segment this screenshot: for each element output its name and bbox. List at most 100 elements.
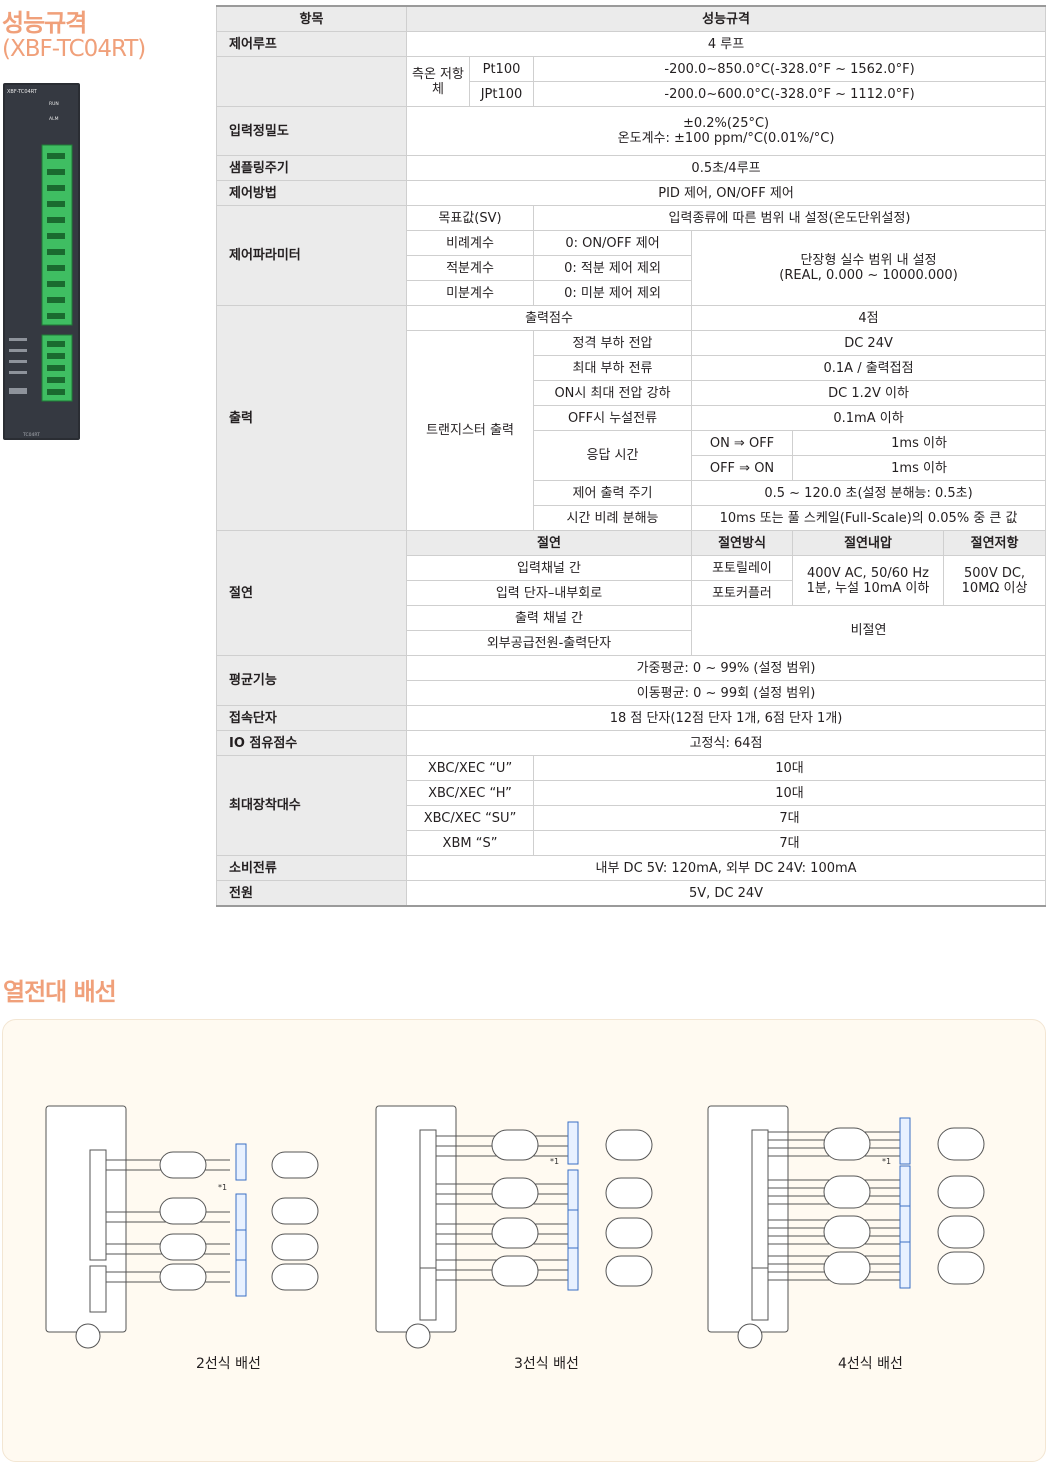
insulation-withstand-head: 절연내압 — [792, 530, 944, 556]
terminal-value: 18 점 단자(12점 단자 1개, 6점 단자 1개) — [405, 705, 1047, 731]
caption-3wire: 3선식 배선 — [514, 1356, 579, 1372]
output-cycle-label: 제어 출력 주기 — [533, 480, 692, 506]
wiring-note: *1 — [550, 1157, 559, 1166]
pt100-range: -200.0~850.0°C(-328.0°F ~ 1562.0°F) — [532, 56, 1047, 82]
p-value: 0: ON/OFF 제어 — [533, 230, 692, 256]
jpt100-label: JPt100 — [469, 81, 534, 107]
p-label: 비례계수 — [406, 230, 534, 256]
rated-voltage-label: 정격 부하 전압 — [533, 330, 692, 356]
head-item: 항목 — [216, 5, 407, 32]
sv-label: 목표값(SV) — [406, 205, 534, 231]
max-su-label: XBC/XEC “SU” — [406, 805, 534, 831]
moving-average-value: 이동평균: 0 ~ 99회 (설정 범위) — [405, 680, 1047, 706]
leakage-label: OFF시 누설전류 — [533, 405, 692, 431]
spec-table: 항목 성능규격 제어루프 4 루프 측온 저항체 Pt100 -200.0~85… — [216, 5, 1047, 907]
head-spec: 성능규격 — [405, 5, 1047, 32]
max-s-value: 7대 — [532, 830, 1047, 856]
jpt100-range: -200.0~600.0°C(-328.0°F ~ 1112.0°F) — [532, 81, 1047, 107]
response-time-label: 응답 시간 — [533, 430, 692, 481]
max-u-label: XBC/XEC “U” — [406, 755, 534, 781]
insulation-head: 절연 — [406, 530, 692, 556]
time-proportion-label: 시간 비례 분해능 — [533, 505, 692, 531]
current-label: 소비전류 — [216, 855, 407, 881]
weighted-average-value: 가중평균: 0 ~ 99% (설정 범위) — [405, 655, 1047, 681]
current-value: 내부 DC 5V: 120mA, 외부 DC 24V: 100mA — [405, 855, 1047, 881]
on-off-value: 1ms 이하 — [791, 430, 1047, 456]
max-current-value: 0.1A / 출력접점 — [690, 355, 1047, 381]
withstand-line1: 400V AC, 50/60 Hz — [806, 565, 930, 581]
resistance-value: 500V DC, 10MΩ 이상 — [942, 555, 1047, 606]
average-label: 평균기능 — [216, 655, 407, 706]
accuracy-label: 입력정밀도 — [216, 106, 407, 156]
control-loop-value: 4 루프 — [405, 31, 1047, 57]
caption-4wire: 4선식 배선 — [838, 1356, 903, 1372]
sampling-value: 0.5초/4루프 — [405, 155, 1047, 181]
pt100-label: Pt100 — [469, 56, 534, 82]
wiring-note: *1 — [882, 1157, 891, 1166]
wiring-note: *1 — [218, 1183, 227, 1192]
non-insulated-value: 비절연 — [690, 605, 1047, 656]
voltage-drop-label: ON시 최대 전압 강하 — [533, 380, 692, 406]
rated-voltage-value: DC 24V — [690, 330, 1047, 356]
external-power-label: 외부공급전원-출력단자 — [406, 630, 692, 656]
off-on-label: OFF ⇒ ON — [691, 455, 793, 481]
product-alm-label: ALM — [49, 116, 59, 122]
control-loop-label: 제어루프 — [216, 31, 407, 57]
max-current-label: 최대 부하 전류 — [533, 355, 692, 381]
wiring-title: 열전대 배선 — [3, 978, 117, 1006]
method-value: PID 제어, ON/OFF 제어 — [405, 180, 1047, 206]
i-label: 적분계수 — [406, 255, 534, 281]
withstand-value: 400V AC, 50/60 Hz 1분, 누설 10mA 이하 — [792, 555, 944, 606]
rtd-row-label — [216, 56, 407, 107]
off-on-value: 1ms 이하 — [791, 455, 1047, 481]
io-points-label: IO 점유점수 — [216, 730, 407, 756]
output-points-value: 4점 — [690, 305, 1047, 331]
output-points-label: 출력점수 — [406, 305, 692, 331]
param-label: 제어파라미터 — [216, 205, 407, 306]
wiring-diagram-4wire: *1 — [707, 1105, 985, 1349]
output-channel-label: 출력 채널 간 — [406, 605, 692, 631]
insulation-resistance-head: 절연저항 — [942, 530, 1047, 556]
max-s-label: XBM “S” — [406, 830, 534, 856]
voltage-drop-value: DC 1.2V 이하 — [690, 380, 1047, 406]
leakage-value: 0.1mA 이하 — [690, 405, 1047, 431]
i-value: 0: 적분 제어 제외 — [533, 255, 692, 281]
max-su-value: 7대 — [532, 805, 1047, 831]
power-value: 5V, DC 24V — [405, 880, 1047, 907]
max-h-label: XBC/XEC “H” — [406, 780, 534, 806]
product-bottom-label: TC04RT — [22, 432, 40, 438]
accuracy-line2: 온도계수: ±100 ppm/°C(0.01%/°C) — [617, 131, 835, 146]
insulation-method-head: 절연방식 — [691, 530, 793, 556]
pid-range-line2: (REAL, 0.000 ~ 10000.000) — [779, 268, 958, 283]
insulation-label: 절연 — [216, 530, 407, 656]
pid-range-line1: 단장형 실수 범위 내 설정 — [800, 253, 937, 268]
max-h-value: 10대 — [532, 780, 1047, 806]
time-proportion-value: 10ms 또는 풀 스케일(Full-Scale)의 0.05% 중 큰 값 — [690, 505, 1047, 531]
power-label: 전원 — [216, 880, 407, 907]
sv-value: 입력종류에 따른 범위 내 설정(온도단위설정) — [532, 205, 1047, 231]
method-label: 제어방법 — [216, 180, 407, 206]
input-channel-label: 입력채널 간 — [406, 555, 692, 581]
product-image: XBF-TC04RT RUN ALM TC04RT — [3, 83, 80, 440]
withstand-line2: 1분, 누설 10mA 이하 — [806, 580, 930, 596]
product-model-label: XBF-TC04RT — [7, 89, 38, 95]
max-units-label: 최대장착대수 — [216, 755, 407, 856]
io-points-value: 고정식: 64점 — [405, 730, 1047, 756]
resistance-line2: 10MΩ 이상 — [961, 580, 1028, 596]
product-run-label: RUN — [49, 101, 59, 107]
sampling-label: 샘플링주기 — [216, 155, 407, 181]
section-title: 성능규격 — [2, 9, 87, 37]
output-label: 출력 — [216, 305, 407, 531]
on-off-label: ON ⇒ OFF — [691, 430, 793, 456]
rtd-label: 측온 저항체 — [406, 56, 470, 107]
terminal-circuit-method: 포토커플러 — [691, 580, 793, 606]
model-name: (XBF-TC04RT) — [2, 36, 146, 62]
wiring-diagram-2wire: *1 — [45, 1105, 319, 1349]
pid-range: 단장형 실수 범위 내 설정 (REAL, 0.000 ~ 10000.000) — [690, 230, 1047, 306]
max-u-value: 10대 — [532, 755, 1047, 781]
input-channel-method: 포토릴레이 — [691, 555, 793, 581]
transistor-output-label: 트랜지스터 출력 — [406, 330, 534, 531]
terminal-circuit-label: 입력 단자–내부회로 — [406, 580, 692, 606]
accuracy-line1: ±0.2%(25°C) — [682, 116, 770, 131]
d-label: 미분계수 — [406, 280, 534, 306]
